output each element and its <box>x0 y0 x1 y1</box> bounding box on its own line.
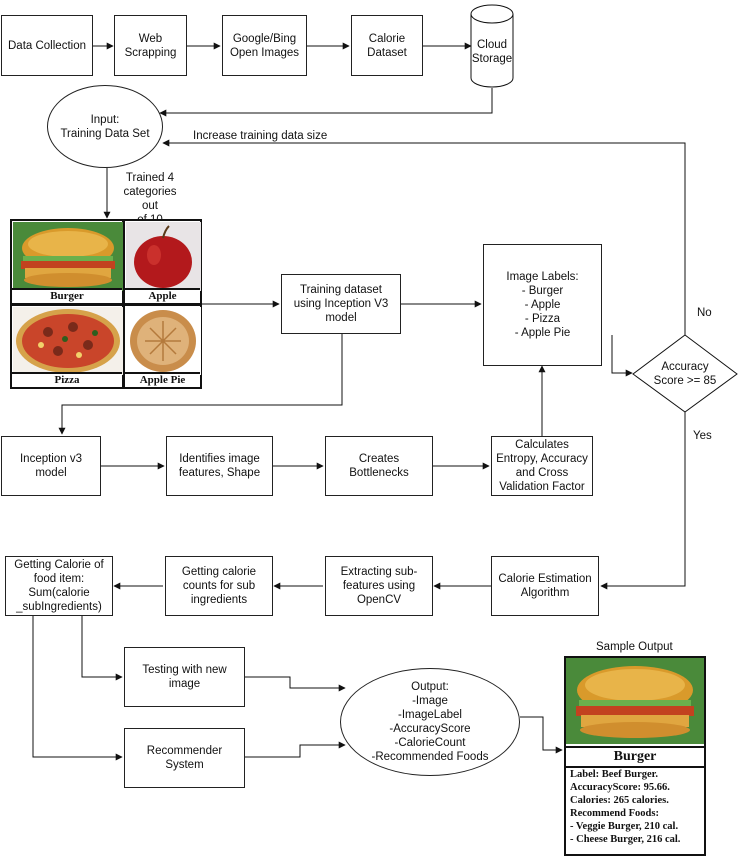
edge-output-to-sample <box>520 716 563 754</box>
output-ellipse: Output: -Image -ImageLabel -AccuracyScor… <box>340 668 520 776</box>
calculates-entropy-box: Calculates Entropy, Accuracy and Cross V… <box>491 436 593 496</box>
recommender-system-box: Recommender System <box>124 728 245 788</box>
apple-image <box>126 222 201 291</box>
edge-recommender-to-output <box>245 741 346 758</box>
identifies-features-box: Identifies image features, Shape <box>166 436 273 496</box>
edge-labels-to-accuracy <box>611 335 633 377</box>
extracting-subfeatures-box: Extracting sub- features using OpenCV <box>325 556 433 616</box>
data-collection-box: Data Collection <box>1 15 93 76</box>
edge-cloud-to-input <box>159 88 493 117</box>
pizza-caption: Pizza <box>12 372 122 387</box>
getting-calorie-counts-box: Getting calorie counts for sub ingredien… <box>165 556 273 616</box>
burger-tile: Burger <box>10 219 124 305</box>
apple-caption: Apple <box>125 288 200 303</box>
edge-training-to-inception <box>58 334 343 435</box>
training-image-grid: Burger Apple Pizza Apple Pie <box>10 219 202 389</box>
calorie-dataset-box: Calorie Dataset <box>351 15 423 76</box>
sample-burger-image <box>566 658 704 744</box>
inception-model-box: Inception v3 model <box>1 436 101 496</box>
web-scrapping-box: Web Scrapping <box>114 15 187 76</box>
pizza-tile: Pizza <box>10 304 124 389</box>
accuracy-decision-diamond <box>632 334 738 413</box>
pizza-image <box>13 307 123 375</box>
edge-accuracy-yes <box>600 412 686 590</box>
cloud-storage-label: Cloud Storage <box>471 39 513 65</box>
sample-recommend-1: - Veggie Burger, 210 cal. <box>570 821 679 832</box>
sample-calories-line: Calories: 265 calories. <box>570 795 669 806</box>
accuracy-score-label: Accuracy Score >= 85 <box>653 361 717 387</box>
cloud-storage-cylinder <box>470 4 514 88</box>
open-images-box: Google/Bing Open Images <box>222 15 307 76</box>
apple-pie-image <box>126 307 201 375</box>
edge-testing-to-output <box>245 676 346 692</box>
testing-new-image-box: Testing with new image <box>124 647 245 707</box>
calorie-estimation-box: Calorie Estimation Algorithm <box>491 556 599 616</box>
creates-bottlenecks-box: Creates Bottlenecks <box>325 436 433 496</box>
sample-recommend-heading: Recommend Foods: <box>570 808 659 819</box>
apple-pie-tile: Apple Pie <box>123 304 202 389</box>
training-dataset-box: Training dataset using Inception V3 mode… <box>281 274 401 334</box>
edge-accuracy-no-loop <box>162 139 686 335</box>
yes-label: Yes <box>693 430 712 442</box>
sample-label-line: Label: Beef Burger. <box>570 769 658 780</box>
image-labels-box: Image Labels: - Burger - Apple - Pizza -… <box>483 244 602 366</box>
apple-tile: Apple <box>123 219 202 305</box>
sample-output-caption: Burger <box>566 746 704 768</box>
input-ellipse: Input: Training Data Set <box>47 85 163 168</box>
sample-accuracy-line: AccuracyScore: 95.66. <box>570 782 670 793</box>
increase-training-label: Increase training data size <box>193 130 328 142</box>
edge-item-to-testing <box>81 616 123 681</box>
sample-output-title: Sample Output <box>596 641 673 653</box>
getting-calorie-item-box: Getting Calorie of food item: Sum(calori… <box>5 556 113 616</box>
burger-caption: Burger <box>12 288 122 303</box>
no-label: No <box>697 307 712 319</box>
sample-output-card: Burger Label: Beef Burger. AccuracyScore… <box>564 656 706 856</box>
burger-image <box>13 222 123 291</box>
sample-recommend-2: - Cheese Burger, 216 cal. <box>570 834 681 845</box>
sample-output-details: Label: Beef Burger. AccuracyScore: 95.66… <box>570 768 702 846</box>
edge-item-to-recommender <box>32 616 123 761</box>
apple-pie-caption: Apple Pie <box>125 372 200 387</box>
